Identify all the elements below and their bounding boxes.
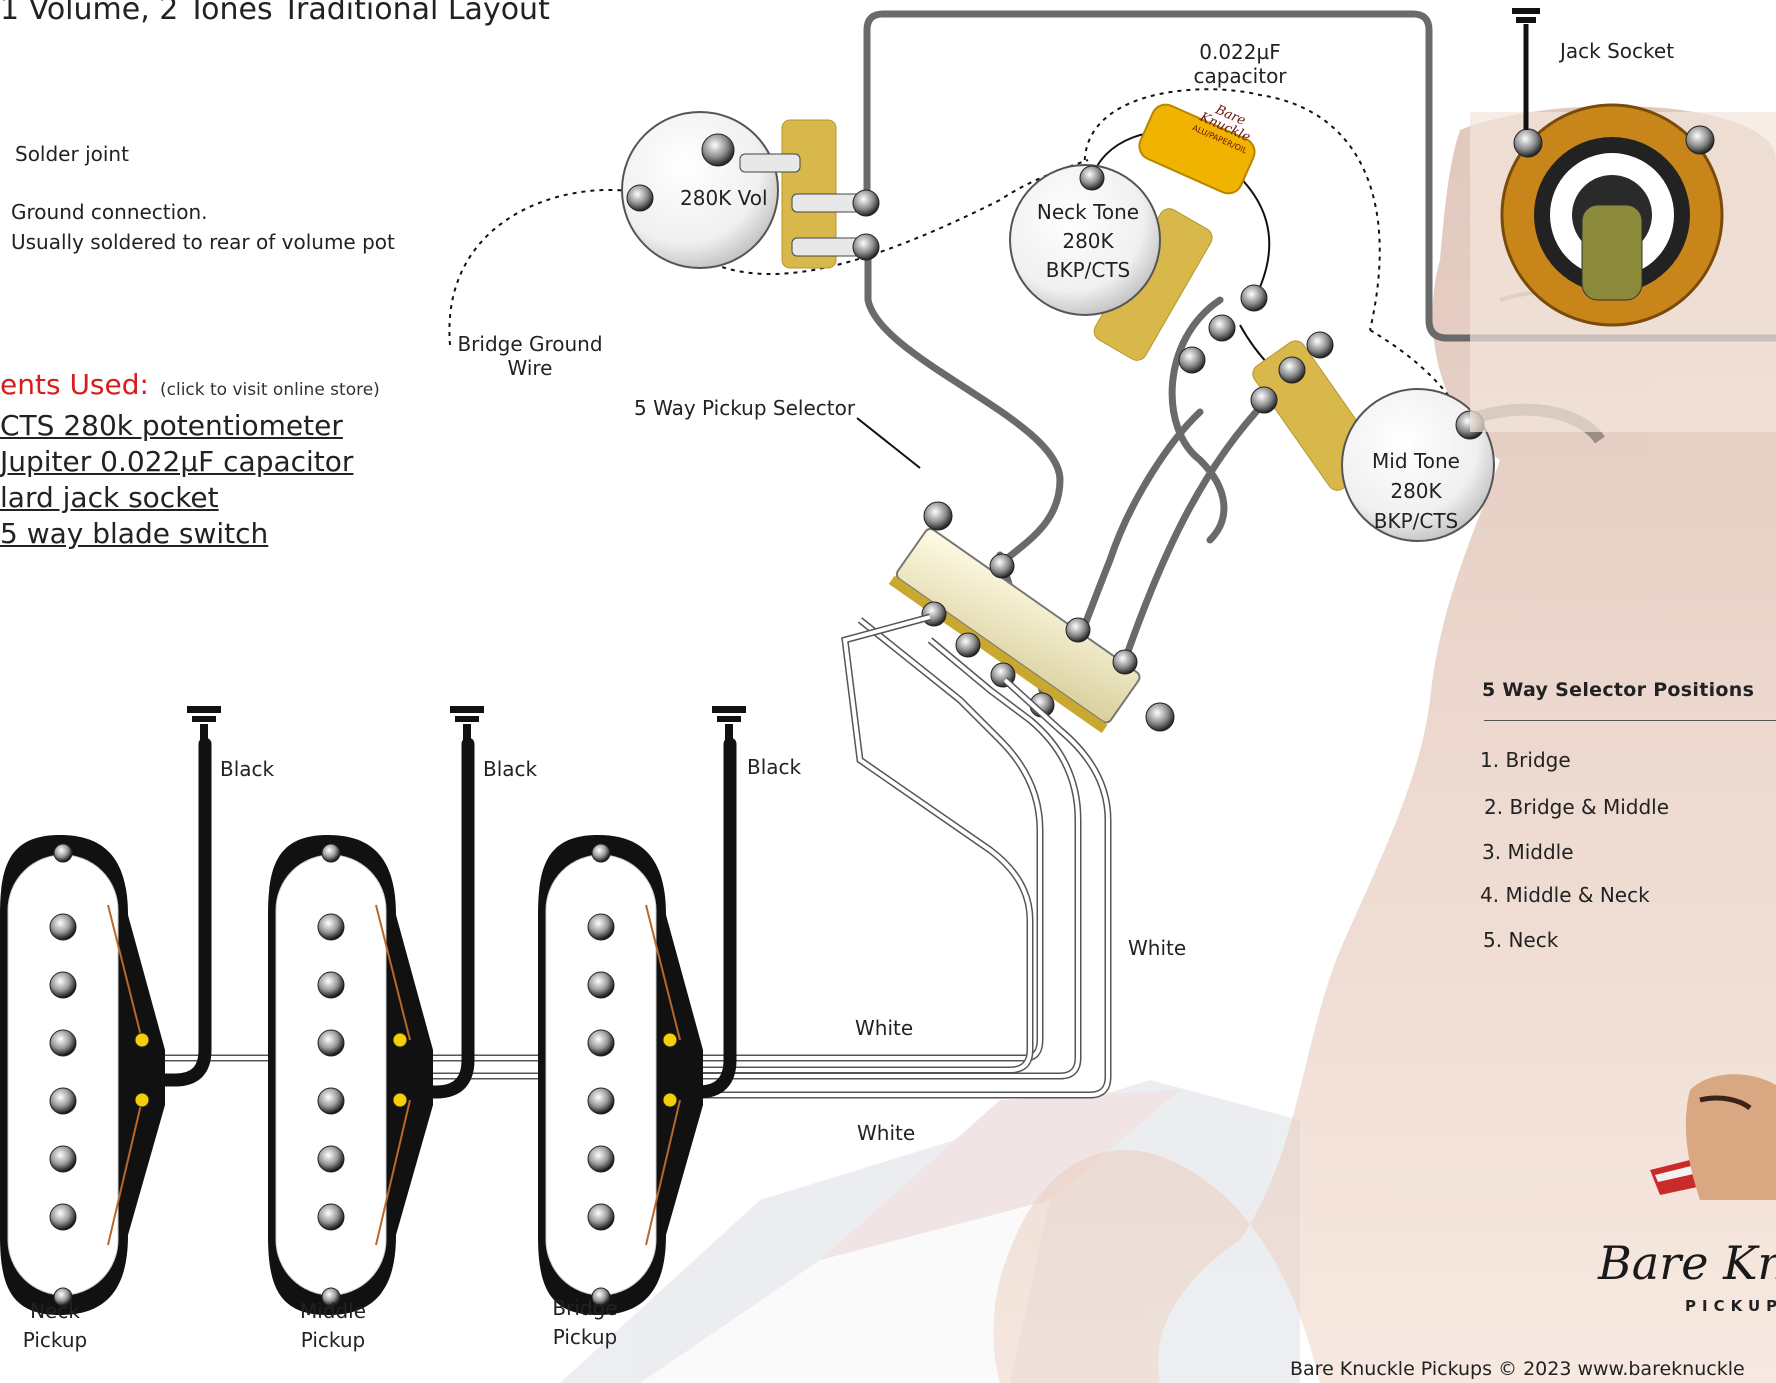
neck-tone-label: Neck Tone 280K BKP/CTS <box>1028 198 1148 285</box>
white-leads <box>150 613 1112 1099</box>
pickup-ground-symbols <box>187 706 746 740</box>
position-item-3: 3. Middle <box>1482 840 1574 864</box>
components-heading: ents Used: <box>0 368 149 401</box>
legend-ground-line1: Ground connection. <box>11 200 208 224</box>
position-item-5: 5. Neck <box>1483 928 1559 952</box>
white-label-upper: White <box>855 1016 914 1040</box>
middle-pickup-label: Middle Pickup <box>283 1297 383 1355</box>
mid-tone-label-line1: Mid Tone <box>1372 449 1460 473</box>
brand-logo-illustration <box>1630 1060 1776 1200</box>
positions-divider <box>1484 720 1776 721</box>
component-link-jack[interactable]: lard jack socket <box>0 481 219 514</box>
bridge-pickup-label: Bridge Pickup <box>535 1294 635 1352</box>
brand-name: Bare Kn <box>1598 1236 1776 1290</box>
page-title: 1 Volume, 2 Tones Traditional Layout <box>0 0 550 27</box>
bridge-ground-label-line1: Bridge Ground <box>457 332 603 356</box>
footer-copyright: Bare Knuckle Pickups © 2023 www.bareknuc… <box>1290 1358 1745 1380</box>
neck-tone-pot <box>1009 164 1268 374</box>
mid-tone-pot <box>1250 331 1495 542</box>
jack-socket-label: Jack Socket <box>1560 39 1675 63</box>
position-item-2: 2. Bridge & Middle <box>1484 795 1670 819</box>
neck-pickup-label-line1: Neck <box>30 1299 80 1323</box>
black-label-middle: Black <box>483 757 538 781</box>
mid-tone-label-line2: 280K <box>1390 479 1442 503</box>
position-item-1: 1. Bridge <box>1480 748 1571 772</box>
five-way-switch <box>856 417 1175 734</box>
neck-pickup-label-line2: Pickup <box>22 1328 88 1352</box>
component-link-capacitor[interactable]: Jupiter 0.022µF capacitor <box>0 445 354 478</box>
components-note: (click to visit online store) <box>160 380 380 400</box>
component-link-potentiometer[interactable]: CTS 280k potentiometer <box>0 409 343 442</box>
component-link-switch[interactable]: 5 way blade switch <box>0 517 269 550</box>
bridge-pickup <box>538 835 703 1315</box>
bridge-pickup-label-line1: Bridge <box>552 1296 618 1320</box>
mid-tone-label: Mid Tone 280K BKP/CTS <box>1356 446 1476 536</box>
neck-pickup-label: Neck Pickup <box>5 1297 105 1355</box>
bridge-ground-label-line2: Wire <box>507 356 553 380</box>
black-label-bridge: Black <box>747 755 802 779</box>
volume-pot <box>621 111 880 269</box>
volume-pot-label: 280K Vol <box>680 186 768 210</box>
capacitor-label: 0.022µF capacitor <box>1180 40 1300 88</box>
selector-label: 5 Way Pickup Selector <box>634 396 856 420</box>
bridge-ground-label: Bridge Ground Wire <box>450 332 610 380</box>
middle-pickup-label-line1: Middle <box>299 1299 367 1323</box>
legend-ground-line2: Usually soldered to rear of volume pot <box>11 230 395 254</box>
neck-tone-label-line3: BKP/CTS <box>1045 258 1131 282</box>
white-label-right: White <box>1128 936 1187 960</box>
black-label-neck: Black <box>220 757 275 781</box>
jack-socket <box>1470 103 1776 432</box>
bridge-pickup-label-line2: Pickup <box>552 1325 618 1349</box>
neck-tone-label-line2: 280K <box>1062 229 1114 253</box>
position-item-4: 4. Middle & Neck <box>1480 883 1650 907</box>
mid-tone-label-line3: BKP/CTS <box>1373 509 1459 533</box>
middle-pickup <box>268 835 433 1315</box>
capacitor-label-line1: 0.022µF <box>1199 40 1281 64</box>
jack-ground-symbol <box>1512 8 1540 130</box>
capacitor-label-line2: capacitor <box>1193 64 1287 88</box>
neck-tone-label-line1: Neck Tone <box>1036 200 1140 224</box>
white-label-lower: White <box>857 1121 916 1145</box>
capacitor <box>1138 103 1256 195</box>
positions-heading: 5 Way Selector Positions <box>1482 679 1755 701</box>
middle-pickup-label-line2: Pickup <box>300 1328 366 1352</box>
legend-solder-joint: Solder joint <box>15 142 129 166</box>
neck-pickup <box>0 835 165 1315</box>
brand-subtitle: PICKUP <box>1685 1297 1776 1315</box>
